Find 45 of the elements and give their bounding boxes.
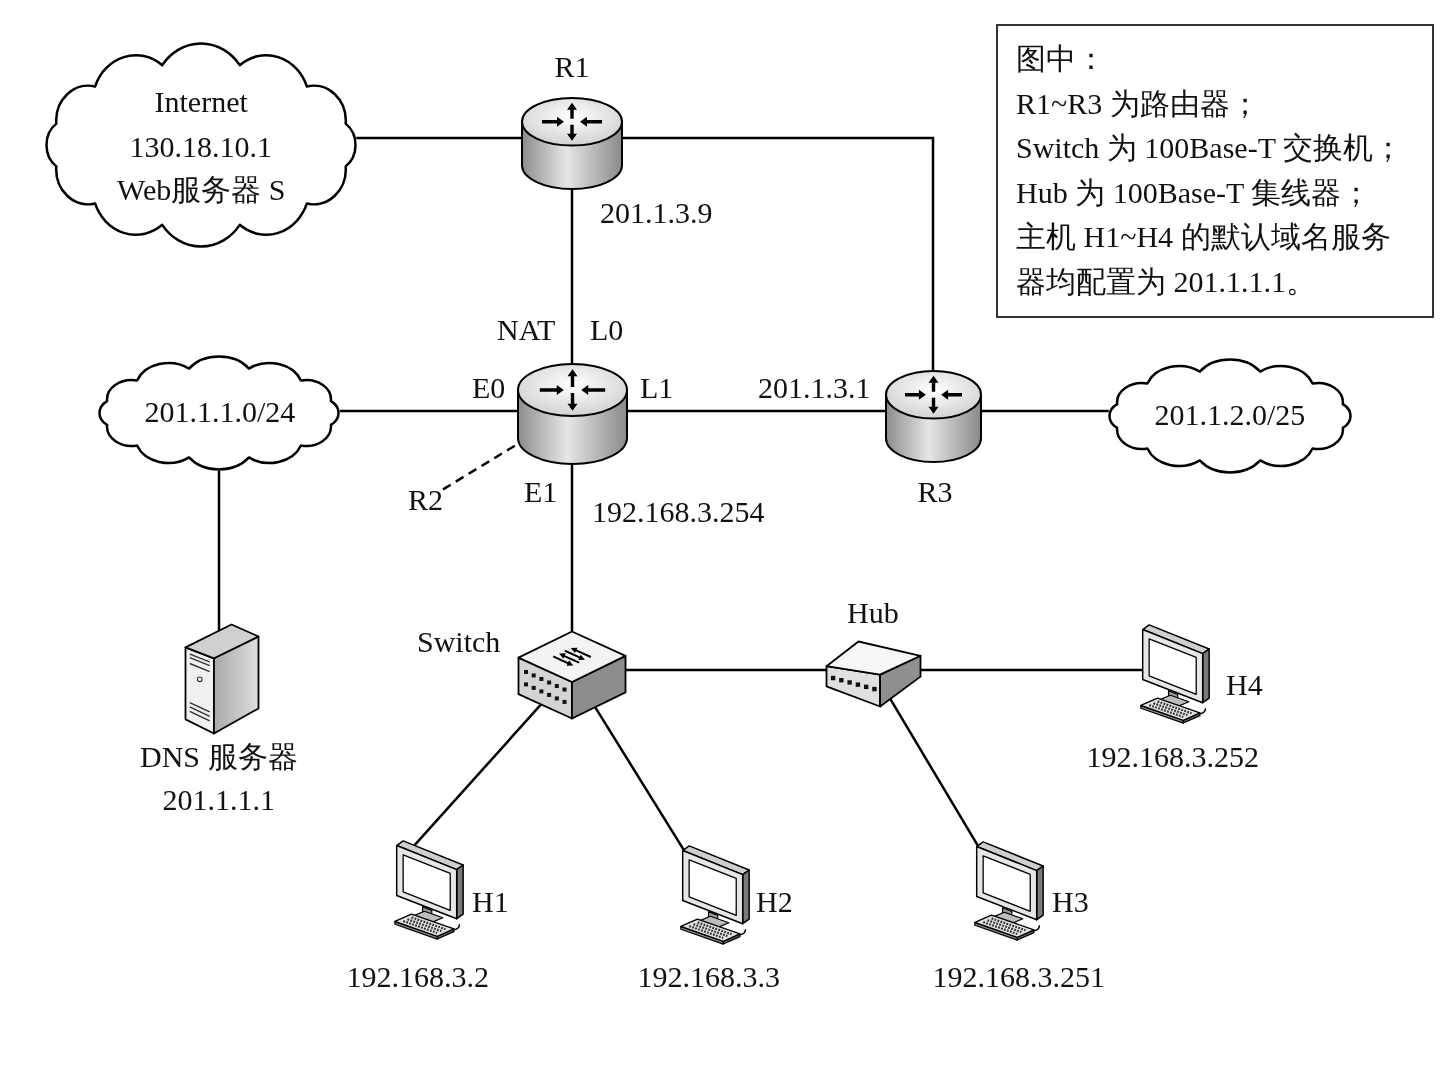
device-label: R2 [408,482,443,518]
ip-address: 201.1.3.1 [758,370,871,406]
router-icon [516,362,629,466]
device-label: R3 [917,474,953,510]
network-label: Internet [154,84,248,120]
interface-label: L0 [590,312,624,348]
connector-line [628,409,885,413]
device-label: Hub [847,595,899,631]
connector-line [570,190,574,364]
note-text: Hub 为 100Base-T 集线器； [1016,174,1373,211]
connector-line [570,464,574,632]
connector-line [920,668,1143,672]
device-label: H4 [1226,667,1263,703]
ip-address: 192.168.3.252 [1086,739,1259,775]
device-label: H1 [472,884,509,920]
ip-address: 192.168.3.254 [592,494,765,530]
device-label: Switch [417,624,501,660]
nat-label: NAT [497,312,556,348]
server-label: DNS 服务器 [140,739,298,775]
device-label: H2 [756,884,793,920]
ip-address: 192.168.3.3 [637,959,780,995]
network-label: 130.18.10.1 [129,129,272,165]
ip-address: 201.1.1.1 [162,782,275,818]
connector-line [217,471,221,631]
note-text: Switch 为 100Base-T 交换机； [1016,130,1404,167]
connector-line [356,136,521,140]
note-text: 主机 H1~H4 的默认域名服务器均配置为 201.1.1.1。 [1016,219,1392,300]
note-text: R1~R3 为路由器； [1016,85,1261,122]
connector-line [623,136,935,371]
note-box [996,24,1434,318]
network-label: 201.1.1.0/24 [144,394,296,430]
device-label: H3 [1052,884,1089,920]
connector-line [339,409,517,413]
ip-address: 192.168.3.251 [932,959,1105,995]
interface-label: E1 [524,474,558,510]
interface-label: L1 [640,370,674,406]
connector-line [982,409,1109,413]
ip-address: 201.1.3.9 [600,195,713,231]
device-label: R1 [554,49,590,85]
note-text: 图中： [1016,41,1107,77]
interface-label: E0 [472,370,506,406]
network-label: Web服务器 S [117,172,286,208]
connector-line [889,698,979,847]
network-label: 201.1.2.0/25 [1154,397,1306,433]
ip-address: 192.168.3.2 [346,959,489,995]
